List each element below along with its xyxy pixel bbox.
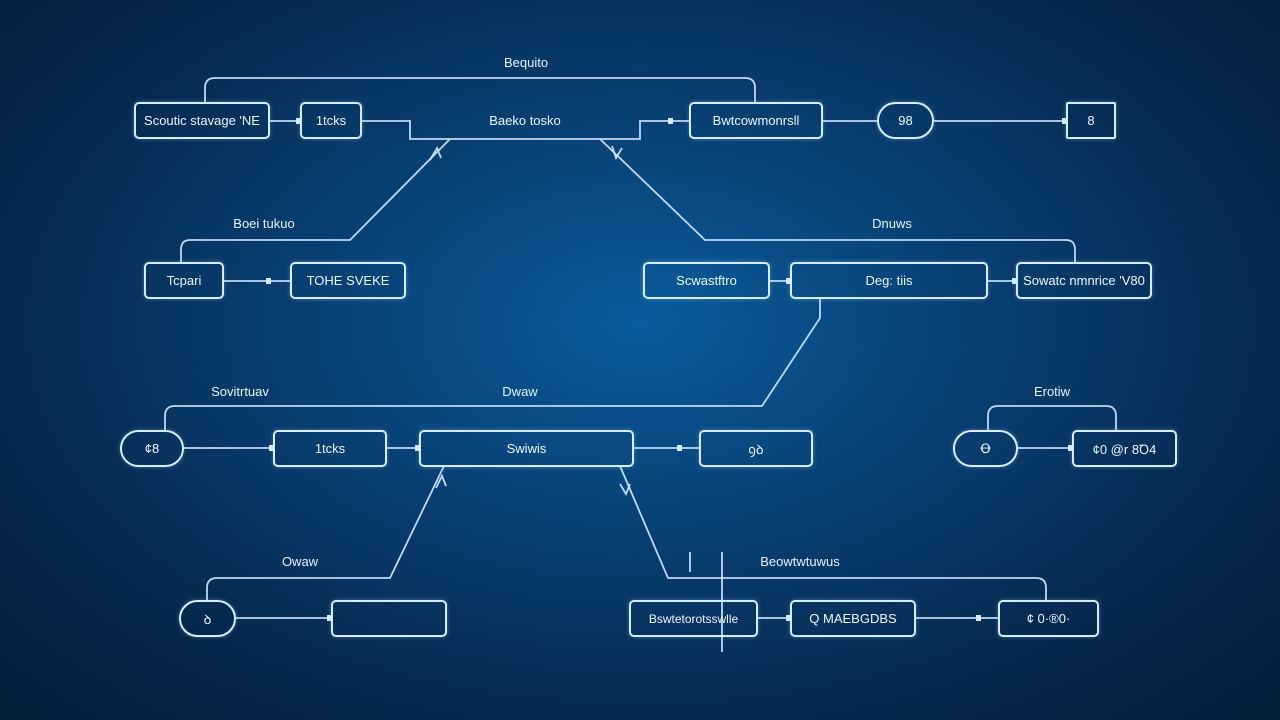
connector [987,405,1117,430]
node-r2-b[interactable]: TOHE SVEKE [290,262,406,299]
connector-marker [415,445,420,451]
node-r4-e[interactable]: ¢ 0·®0· [998,600,1099,637]
node-r3-c[interactable]: Swiwis [419,430,634,467]
connector [619,465,1047,600]
node-r4-a[interactable]: ꝺ [179,600,236,637]
connector-marker [266,278,271,284]
arrow-head [435,473,447,489]
connector-marker [269,445,274,451]
node-r1-a[interactable]: Scoutic stavage 'NE [134,102,270,139]
connector-marker [677,445,682,451]
arrow-head [611,145,623,161]
connector-marker [1068,445,1073,451]
node-r3-b[interactable]: 1tcks [273,430,387,467]
node-r4-c[interactable]: Bswtetorotsswlle [629,600,758,637]
label-bottom-left: Owaw [281,554,319,569]
connector-marker [1012,278,1017,284]
node-r1-d[interactable]: Bwtcowmonrsll [689,102,823,139]
connector-marker [1062,118,1067,124]
connector [206,465,445,600]
node-r1-f[interactable]: 8 [1066,102,1116,139]
node-r1-e[interactable]: 98 [877,102,934,139]
label-top: Bequito [503,55,549,70]
node-r3-e[interactable]: Ꝋ [953,430,1018,467]
connector-marker [786,615,791,621]
node-r1-b[interactable]: 1tcks [300,102,362,139]
label-left-low: Sovitrtuav [211,384,269,399]
label-right-low: Erotiw [1033,384,1071,399]
node-r3-a[interactable]: ¢8 [120,430,184,467]
connector [204,77,756,102]
connector [599,138,1076,262]
node-r2-c[interactable]: Scwastftro [643,262,770,299]
connector-marker [327,615,332,621]
connector [164,299,821,430]
label-center-low: Dwaw [502,384,538,399]
connector [362,120,690,140]
node-r2-e[interactable]: Sowatc nmnrice 'V80 [1016,262,1152,299]
connector-marker [786,278,791,284]
label-bottom-right: Beowtwtuwus [760,554,840,569]
node-r2-d[interactable]: Deg: tiis [790,262,988,299]
arrow-head [429,145,442,161]
node-r4-b[interactable] [331,600,447,637]
connector-marker [976,615,981,621]
arrow-head [619,483,631,497]
label-right-mid: Dnuws [872,216,912,231]
node-r3-f[interactable]: ¢0 @r 8Ꝺ4 [1072,430,1177,467]
node-r3-d[interactable]: ꝯꝺ [699,430,813,467]
connector-marker [668,118,673,124]
connector-marker [296,118,301,124]
node-r2-a[interactable]: Tcpari [144,262,224,299]
node-r4-d[interactable]: Q MAEBGDBS [790,600,916,637]
connector [180,138,451,262]
label-left-mid: Boei tukuo [233,216,295,231]
node-r1-c: Baeko tosko [489,113,561,128]
